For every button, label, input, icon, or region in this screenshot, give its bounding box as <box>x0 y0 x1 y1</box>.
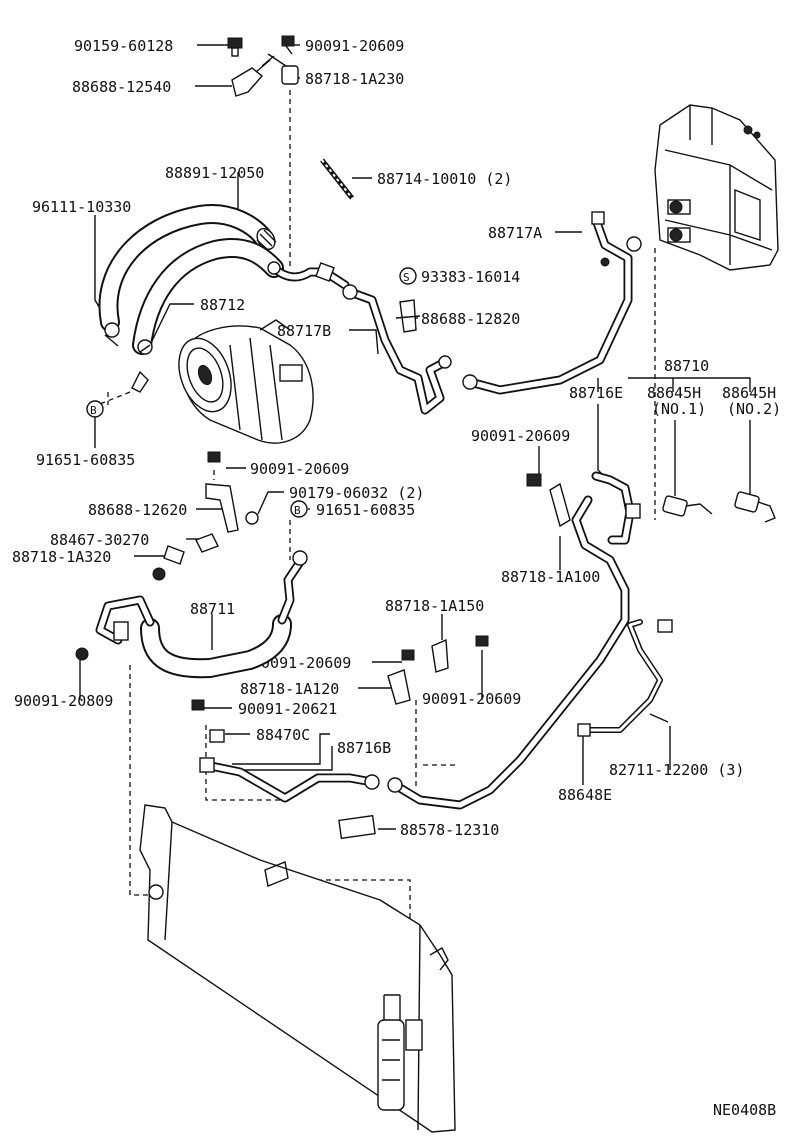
hose-88711 <box>95 550 308 679</box>
label-88716B: 88716B <box>337 739 391 757</box>
part-labels: 90159-60128 90091-20609 88688-12540 8871… <box>12 37 781 1119</box>
leader-lines <box>79 44 751 830</box>
label-88718-1A150: 88718-1A150 <box>385 597 484 615</box>
condenser <box>139 804 456 1133</box>
label-88718-1A320: 88718-1A320 <box>12 548 111 566</box>
label-88717B: 88717B <box>277 322 331 340</box>
bracket-parts <box>75 370 259 661</box>
label-90091-20609-right: 90091-20609 <box>471 427 570 445</box>
pipe-88717A <box>462 211 642 395</box>
label-90091-20609-low: 90091-20609 <box>252 654 351 672</box>
label-88718-1A100: 88718-1A100 <box>501 568 600 586</box>
label-88470C: 88470C <box>256 726 310 744</box>
label-90091-20609-mid: 90091-20609 <box>250 460 349 478</box>
label-91651-60835-a: 91651-60835 <box>36 451 135 469</box>
label-91651-60835-b: 91651-60835 <box>316 501 415 519</box>
label-90091-20609-low2: 90091-20609 <box>422 690 521 708</box>
label-82711-12200: 82711-12200 (3) <box>609 761 744 779</box>
label-88891-12050: 88891-12050 <box>165 164 264 182</box>
label-90159-60128: 90159-60128 <box>74 37 173 55</box>
suction-hose-88891 <box>98 204 277 332</box>
label-88714-10010: 88714-10010 (2) <box>377 170 512 188</box>
label-88645H-no2-sub: (NO.2) <box>727 400 781 418</box>
label-90091-20621: 90091-20621 <box>238 700 337 718</box>
mark-s: S <box>403 271 410 284</box>
label-88716E: 88716E <box>569 384 623 402</box>
mark-b-1: B <box>90 404 97 417</box>
label-88717A: 88717A <box>488 224 542 242</box>
pipe-88716E <box>387 471 641 810</box>
label-93383-16014: 93383-16014 <box>421 268 520 286</box>
label-90091-20609-top: 90091-20609 <box>305 37 404 55</box>
label-88645H-no2: 88645H <box>722 384 776 402</box>
pipe-88716B <box>199 757 380 803</box>
label-88718-1A230: 88718-1A230 <box>305 70 404 88</box>
label-90091-20809: 90091-20809 <box>14 692 113 710</box>
label-88712: 88712 <box>200 296 245 314</box>
label-90179-06032: 90179-06032 (2) <box>289 484 424 502</box>
thermistor-88648E <box>577 619 673 737</box>
label-96111-10330: 96111-10330 <box>32 198 131 216</box>
label-88688-12540: 88688-12540 <box>72 78 171 96</box>
label-88467-30270: 88467-30270 <box>50 531 149 549</box>
mark-s-circle <box>399 267 417 285</box>
label-88711: 88711 <box>190 600 235 618</box>
label-88645H-no1: 88645H <box>647 384 701 402</box>
label-88718-1A120: 88718-1A120 <box>240 680 339 698</box>
label-88710: 88710 <box>664 357 709 375</box>
top-fasteners <box>227 35 354 200</box>
label-88645H-no1-sub: (NO.1) <box>652 400 706 418</box>
diagram-code: NE0408B <box>713 1101 776 1119</box>
discharge-hose-88712 <box>104 237 350 355</box>
pressure-switches-88645H <box>662 491 776 523</box>
lower-mid-parts <box>191 635 489 840</box>
evaporator-unit <box>654 104 779 271</box>
label-88648E: 88648E <box>558 786 612 804</box>
label-88688-12820: 88688-12820 <box>421 310 520 328</box>
label-88688-12620: 88688-12620 <box>88 501 187 519</box>
circle-marks: B B S <box>86 267 417 518</box>
compressor <box>178 319 314 444</box>
pipe-88717B <box>342 284 452 415</box>
label-88578-12310: 88578-12310 <box>400 821 499 839</box>
mark-b-2: B <box>294 504 301 517</box>
mark-b-circle-2 <box>290 500 308 518</box>
